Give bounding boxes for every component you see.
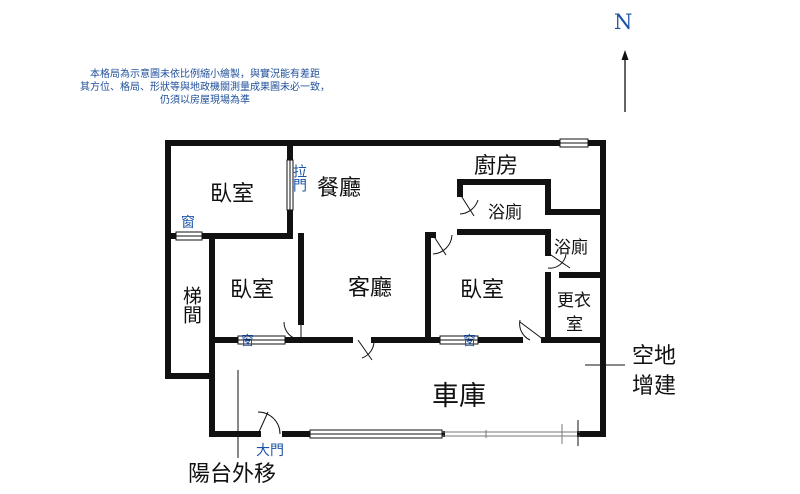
- disclaimer-line-1: 本格局為示意圖未依比例縮小繪製，與實況能有差距: [90, 69, 320, 80]
- walls: [165, 140, 606, 437]
- room-closet-line-2: 室: [566, 315, 583, 335]
- sliding-door-label: 拉門: [291, 164, 307, 192]
- room-closet-line-1: 更衣: [557, 291, 591, 311]
- room-bedroom-mid-left: 臥室: [230, 278, 275, 303]
- main-door-label: 大門: [256, 443, 284, 459]
- room-kitchen: 廚房: [474, 154, 519, 179]
- disclaimer-line-3: 仍須以房屋現場為準: [160, 95, 250, 106]
- room-stair: 梯間: [180, 286, 202, 324]
- garage-opening: [442, 420, 580, 446]
- window-label-mid: 窗: [241, 334, 255, 349]
- vacant-land-line-2: 增建: [632, 374, 677, 399]
- vacant-land-line-1: 空地: [632, 344, 677, 369]
- disclaimer-note: 本格局為示意圖未依比例縮小繪製，與實況能有差距 其方位、格局、形狀等與地政機關測…: [40, 68, 370, 107]
- window-label-left: 窗: [181, 215, 195, 231]
- disclaimer-line-2: 其方位、格局、形狀等與地政機關測量成果圖未必一致，: [80, 82, 330, 93]
- north-label: N: [614, 10, 633, 34]
- room-living: 客廳: [348, 276, 393, 301]
- room-bath-right: 浴廁: [554, 238, 588, 258]
- room-dining: 餐廳: [317, 176, 362, 201]
- north-arrow-icon: [621, 50, 629, 112]
- door-swings: [257, 193, 571, 435]
- room-bedroom-right: 臥室: [460, 278, 505, 303]
- room-bath-top: 浴廁: [488, 203, 522, 223]
- room-garage: 車庫: [432, 381, 486, 412]
- balcony-moved-label: 陽台外移: [188, 462, 277, 487]
- windows: [175, 138, 589, 439]
- window-label-right: 窗: [463, 334, 477, 349]
- callout-lines: [237, 364, 625, 458]
- room-bedroom-top-left: 臥室: [210, 182, 255, 207]
